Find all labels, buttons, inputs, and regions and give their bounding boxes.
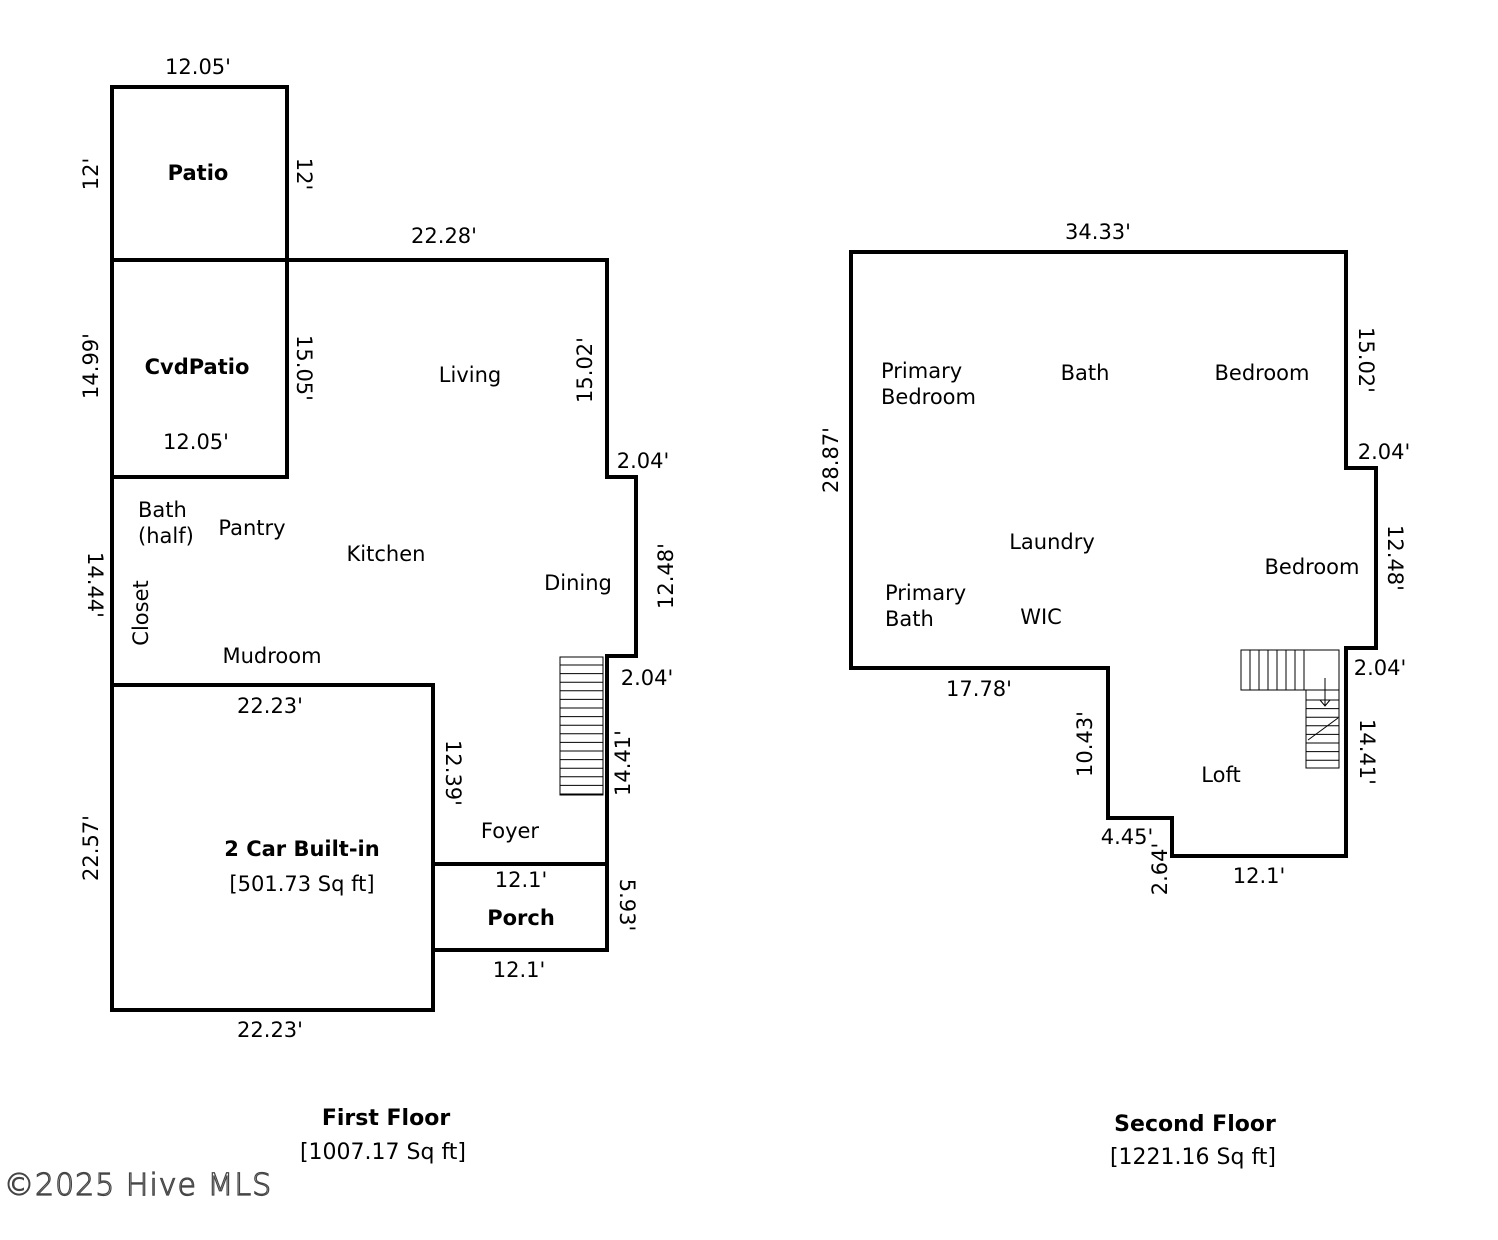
patio-label: Patio bbox=[168, 161, 229, 185]
dim-living-right: 15.02' bbox=[573, 337, 597, 403]
second-floor-staircase bbox=[1240, 649, 1340, 769]
foyer-label: Foyer bbox=[481, 819, 540, 843]
primary-bath-label-line1: Primary bbox=[885, 581, 966, 605]
dim2-jog-upper: 2.04' bbox=[1358, 440, 1411, 464]
dim-cvd-left: 14.99' bbox=[79, 333, 103, 399]
dim-foyer-right: 14.41' bbox=[611, 730, 635, 796]
dim-cvd-bottom: 12.05' bbox=[163, 430, 229, 454]
pantry-label: Pantry bbox=[218, 516, 285, 540]
bath-label: Bath bbox=[1061, 361, 1110, 385]
bedroom-1-label: Bedroom bbox=[1215, 361, 1310, 385]
watermark: ©2025 Hive MLS bbox=[4, 1168, 272, 1203]
porch-outline bbox=[431, 862, 609, 952]
first-floor-title: First Floor bbox=[322, 1106, 450, 1131]
dim-garage-left: 22.57' bbox=[79, 815, 103, 881]
first-floor-area: [1007.17 Sq ft] bbox=[300, 1140, 466, 1165]
dim-patio-top: 12.05' bbox=[165, 55, 231, 79]
loft-label: Loft bbox=[1201, 763, 1240, 787]
laundry-label: Laundry bbox=[1009, 530, 1095, 554]
primary-bath-label-line2: Bath bbox=[885, 607, 934, 631]
dim-porch-top: 12.1' bbox=[495, 868, 548, 892]
closet-label: Closet bbox=[129, 580, 153, 645]
dim2-right-lower: 14.41' bbox=[1355, 719, 1379, 785]
first-floor-staircase bbox=[559, 656, 604, 796]
garage-label: 2 Car Built-in bbox=[224, 837, 379, 861]
wic-label: WIC bbox=[1020, 605, 1062, 629]
living-label: Living bbox=[439, 363, 501, 387]
mudroom-label: Mudroom bbox=[222, 644, 321, 668]
bedroom-2-label: Bedroom bbox=[1265, 555, 1360, 579]
bath-half-label-line2: (half) bbox=[138, 524, 194, 548]
second-floor-walls bbox=[849, 250, 1378, 858]
first-floor-walls bbox=[110, 85, 638, 1012]
main-house-outline bbox=[110, 258, 638, 866]
dim-patio-right: 12' bbox=[292, 158, 316, 191]
dim-porch-right: 5.93' bbox=[615, 879, 639, 932]
dim-cvd-right: 15.05' bbox=[292, 335, 316, 401]
dim2-top: 34.33' bbox=[1065, 220, 1131, 244]
dining-label: Dining bbox=[544, 571, 612, 595]
second-floor-outline bbox=[849, 250, 1378, 858]
dim-dining-right: 12.48' bbox=[654, 543, 678, 609]
dim2-bottom-left: 17.78' bbox=[946, 677, 1012, 701]
dim2-bottom-right: 12.1' bbox=[1233, 864, 1286, 888]
dim2-step-small: 2.64' bbox=[1148, 843, 1172, 896]
dim-jog-lower: 2.04' bbox=[621, 666, 674, 690]
dim-garage-top: 22.23' bbox=[237, 694, 303, 718]
dim2-step-horizontal: 4.45' bbox=[1101, 825, 1154, 849]
bath-half-label-line1: Bath bbox=[138, 498, 187, 522]
second-floor-area: [1221.16 Sq ft] bbox=[1110, 1145, 1276, 1170]
dim-jog-upper: 2.04' bbox=[617, 449, 670, 473]
dim2-jog-lower: 2.04' bbox=[1354, 656, 1407, 680]
garage-outline bbox=[110, 683, 435, 1012]
primary-bedroom-label-line1: Primary bbox=[881, 359, 962, 383]
dim-left-mid: 14.44' bbox=[83, 552, 107, 618]
dim-garage-bottom: 22.23' bbox=[237, 1018, 303, 1042]
dim-living-top: 22.28' bbox=[411, 224, 477, 248]
dim2-left: 28.87' bbox=[819, 427, 843, 493]
dim2-step-vertical: 10.43' bbox=[1073, 711, 1097, 777]
dim2-right-upper: 15.02' bbox=[1354, 327, 1378, 393]
cvd-patio-label: CvdPatio bbox=[145, 355, 250, 379]
kitchen-label: Kitchen bbox=[347, 542, 426, 566]
dim-patio-left: 12' bbox=[79, 158, 103, 191]
dim-porch-bottom: 12.1' bbox=[493, 958, 546, 982]
primary-bedroom-label-line2: Bedroom bbox=[881, 385, 976, 409]
dim2-right-mid: 12.48' bbox=[1383, 525, 1407, 591]
dim-garage-right: 12.39' bbox=[441, 740, 465, 806]
garage-area-label: [501.73 Sq ft] bbox=[229, 872, 374, 896]
porch-label: Porch bbox=[487, 906, 555, 930]
second-floor-title: Second Floor bbox=[1114, 1112, 1276, 1137]
